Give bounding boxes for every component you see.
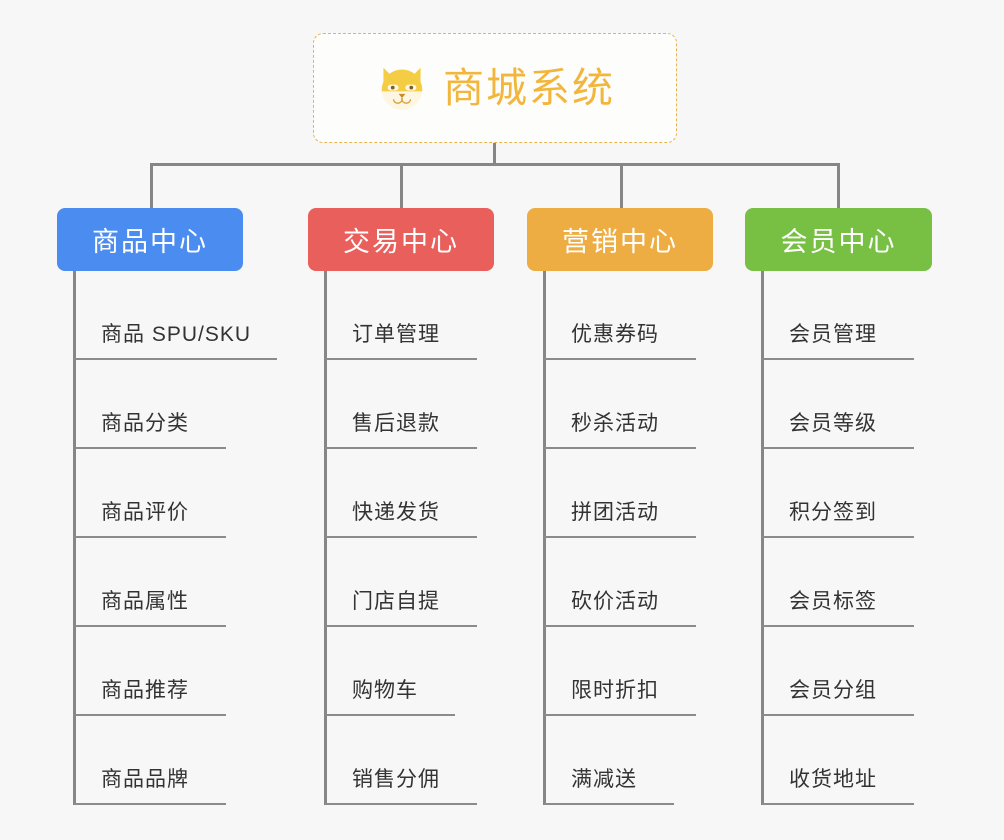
category-header-1[interactable]: 商品中心 [57,208,243,271]
leaf-label: 门店自提 [352,590,440,613]
leaf-label: 商品 SPU/SKU [101,323,252,346]
leaf-underline [325,625,477,627]
leaf-underline [762,625,914,627]
leaf-label: 收货地址 [789,768,877,791]
leaf-underline [74,714,226,716]
leaf-label: 售后退款 [352,412,440,435]
category-label: 商品中心 [92,227,208,257]
root-title: 商城系统 [443,64,615,111]
category-header-4[interactable]: 会员中心 [745,208,932,271]
leaf-underline [544,803,674,805]
leaf-label: 商品属性 [101,590,189,613]
leaf-underline [544,714,696,716]
leaf-label: 满减送 [571,768,637,791]
leaf-label: 限时折扣 [571,679,659,702]
leaf-label: 会员分组 [789,679,877,702]
leaf-label: 优惠券码 [571,323,659,346]
leaf-underline [762,358,914,360]
leaf-label: 购物车 [352,679,418,702]
leaf-label: 会员管理 [789,323,877,346]
leaf-underline [762,803,914,805]
leaf-underline [74,358,277,360]
leaf-underline [762,536,914,538]
leaf-underline [544,358,696,360]
leaf-label: 秒杀活动 [571,412,659,435]
leaf-label: 订单管理 [352,323,440,346]
shiba-dog-face-icon [381,67,423,110]
leaf-underline [544,536,696,538]
category-label: 会员中心 [780,227,897,257]
connector-drop-category-1 [150,163,153,208]
category-header-3[interactable]: 营销中心 [527,208,713,271]
leaf-underline [325,447,477,449]
leaf-underline [762,447,914,449]
leaf-underline [325,714,455,716]
leaf-underline [325,536,477,538]
leaf-underline [74,625,226,627]
category-spine-4 [761,271,764,805]
leaf-underline [74,447,226,449]
category-header-2[interactable]: 交易中心 [308,208,494,271]
connector-drop-category-2 [400,163,403,208]
leaf-label: 拼团活动 [571,501,659,524]
leaf-label: 商品评价 [101,501,189,524]
leaf-underline [762,714,914,716]
connector-drop-category-4 [837,163,840,208]
connector-horizontal-bus [150,163,840,166]
connector-drop-category-3 [620,163,623,208]
leaf-underline [74,536,226,538]
leaf-label: 商品品牌 [101,768,189,791]
leaf-label: 砍价活动 [571,590,659,613]
category-spine-3 [543,271,546,805]
category-spine-1 [73,271,76,805]
leaf-underline [325,803,477,805]
category-label: 交易中心 [343,227,459,257]
leaf-label: 积分签到 [789,501,877,524]
leaf-underline [544,625,696,627]
leaf-label: 快递发货 [352,501,440,524]
leaf-label: 会员等级 [789,412,877,435]
leaf-underline [74,803,226,805]
leaf-label: 商品推荐 [101,679,189,702]
leaf-label: 商品分类 [101,412,189,435]
connector-root-stem [493,143,496,165]
category-spine-2 [324,271,327,805]
root-node-mall-system[interactable]: 商城系统 [313,33,677,143]
leaf-underline [325,358,477,360]
leaf-underline [544,447,696,449]
leaf-label: 会员标签 [789,590,877,613]
leaf-label: 销售分佣 [352,768,440,791]
category-label: 营销中心 [562,227,678,257]
